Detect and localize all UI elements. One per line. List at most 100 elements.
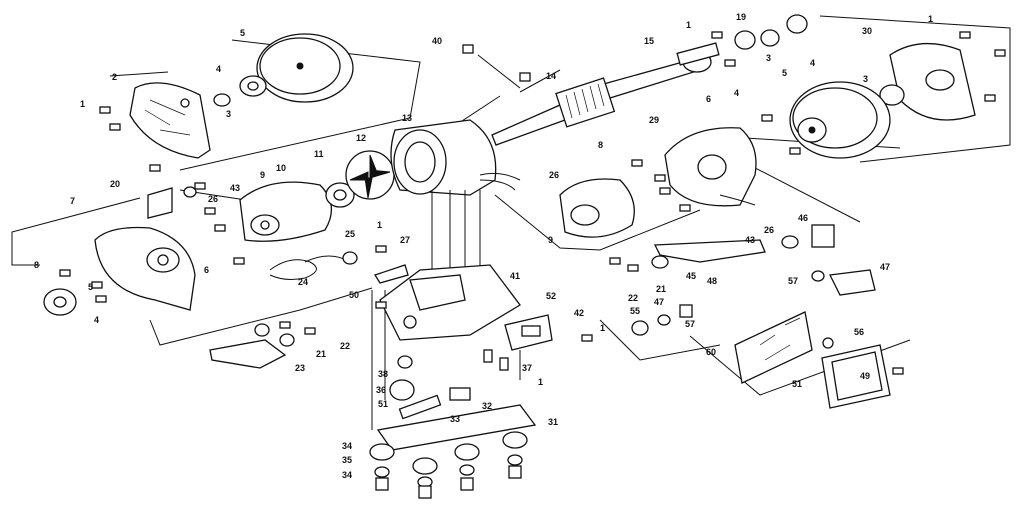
callout-10: 10: [276, 163, 286, 173]
bearing-left: [325, 182, 355, 208]
callout-51b: 51: [378, 399, 388, 409]
left-tool-rest: [209, 339, 287, 369]
base-plate: [376, 404, 537, 451]
callout-2: 2: [112, 72, 117, 82]
callout-6b: 6: [204, 265, 209, 275]
callout-32: 32: [482, 401, 492, 411]
callout-labels: 1 2 5 4 3 40 14 15 1 19 3 30 1 3 4 5 4 6…: [34, 12, 933, 480]
base-column: [431, 190, 481, 275]
callout-23: 23: [295, 363, 305, 373]
callout-7: 7: [70, 196, 75, 206]
callout-25: 25: [345, 229, 355, 239]
right-grinding-wheel: [789, 81, 891, 159]
callout-1d: 1: [377, 220, 382, 230]
callout-1e: 1: [600, 323, 605, 333]
callout-57a: 57: [788, 276, 798, 286]
callout-36: 36: [376, 385, 386, 395]
eye-shield-glass: [734, 311, 813, 384]
callout-5a: 5: [240, 28, 245, 38]
motor-housing: [390, 119, 497, 196]
right-wheel-guard: [664, 127, 757, 207]
callout-21a: 21: [656, 284, 666, 294]
callout-34b: 34: [342, 470, 352, 480]
callout-46: 46: [798, 213, 808, 223]
callout-43a: 43: [230, 183, 240, 193]
right-shaft-stub: [676, 42, 720, 66]
callout-29: 29: [649, 115, 659, 125]
callout-57b: 57: [685, 319, 695, 329]
callout-3a: 3: [226, 109, 231, 119]
left-motor-endcap: [239, 181, 332, 242]
callout-6a: 6: [706, 94, 711, 104]
callout-34a: 34: [342, 441, 352, 451]
callout-38: 38: [378, 369, 388, 379]
callout-27: 27: [400, 235, 410, 245]
left-tool-rest-hardware: [254, 321, 316, 347]
eye-shield-bracket-left: [147, 186, 197, 219]
switch-parts: [389, 349, 509, 420]
spark-guard-right: [811, 269, 876, 296]
left-wheel-guard: [94, 226, 196, 311]
callout-1f: 1: [538, 377, 543, 387]
callout-41: 41: [510, 271, 520, 281]
motor-leads: [479, 172, 521, 191]
callout-9a: 9: [260, 170, 265, 180]
center-screws: [375, 44, 593, 342]
right-bearing-set: [682, 14, 808, 73]
callout-26b: 26: [549, 170, 559, 180]
callout-14: 14: [546, 71, 556, 81]
callout-30: 30: [862, 26, 872, 36]
right-screws: [609, 31, 1006, 272]
callout-21b: 21: [316, 349, 326, 359]
callout-19: 19: [736, 12, 746, 22]
callout-50: 50: [349, 290, 359, 300]
callout-1a: 1: [80, 99, 85, 109]
callout-48: 48: [707, 276, 717, 286]
callout-42: 42: [574, 308, 584, 318]
callout-37: 37: [522, 363, 532, 373]
armature-shaft: [491, 59, 702, 146]
base: [379, 264, 521, 341]
callout-55: 55: [630, 306, 640, 316]
callout-12: 12: [356, 133, 366, 143]
callout-26a: 26: [208, 194, 218, 204]
callout-5b: 5: [782, 68, 787, 78]
eye-shield-frame: [821, 344, 891, 409]
power-cord: [269, 255, 351, 280]
fan: [345, 150, 395, 200]
callout-13: 13: [402, 113, 412, 123]
callout-4d: 4: [94, 315, 99, 325]
callout-43b: 43: [745, 235, 755, 245]
callout-45: 45: [686, 271, 696, 281]
left-flange: [213, 75, 267, 107]
callout-4c: 4: [734, 88, 739, 98]
left-grinding-wheel: [256, 33, 354, 103]
callout-56: 56: [854, 327, 864, 337]
callout-15: 15: [644, 36, 654, 46]
callout-8a: 8: [598, 140, 603, 150]
callout-24: 24: [298, 277, 308, 287]
switch-plate: [504, 314, 553, 351]
callout-4a: 4: [216, 64, 221, 74]
callout-47a: 47: [880, 262, 890, 272]
callout-35: 35: [342, 455, 352, 465]
callout-11: 11: [314, 149, 324, 159]
callout-3c: 3: [863, 74, 868, 84]
callout-1b: 1: [686, 20, 691, 30]
right-wheel-guard-plate: [879, 42, 976, 121]
callout-22a: 22: [628, 293, 638, 303]
callout-22b: 22: [340, 341, 350, 351]
cord-clamp: [342, 245, 409, 284]
callout-1c: 1: [928, 14, 933, 24]
left-wheel-guard-plate: [129, 82, 211, 159]
right-motor-endcap: [559, 178, 635, 238]
callout-8b: 8: [34, 260, 39, 270]
left-screws: [59, 106, 245, 303]
callout-3b: 3: [766, 53, 771, 63]
callout-20: 20: [110, 179, 120, 189]
callout-33: 33: [450, 414, 460, 424]
left-end-washer: [43, 288, 77, 316]
tool-rest-right: [651, 239, 766, 269]
